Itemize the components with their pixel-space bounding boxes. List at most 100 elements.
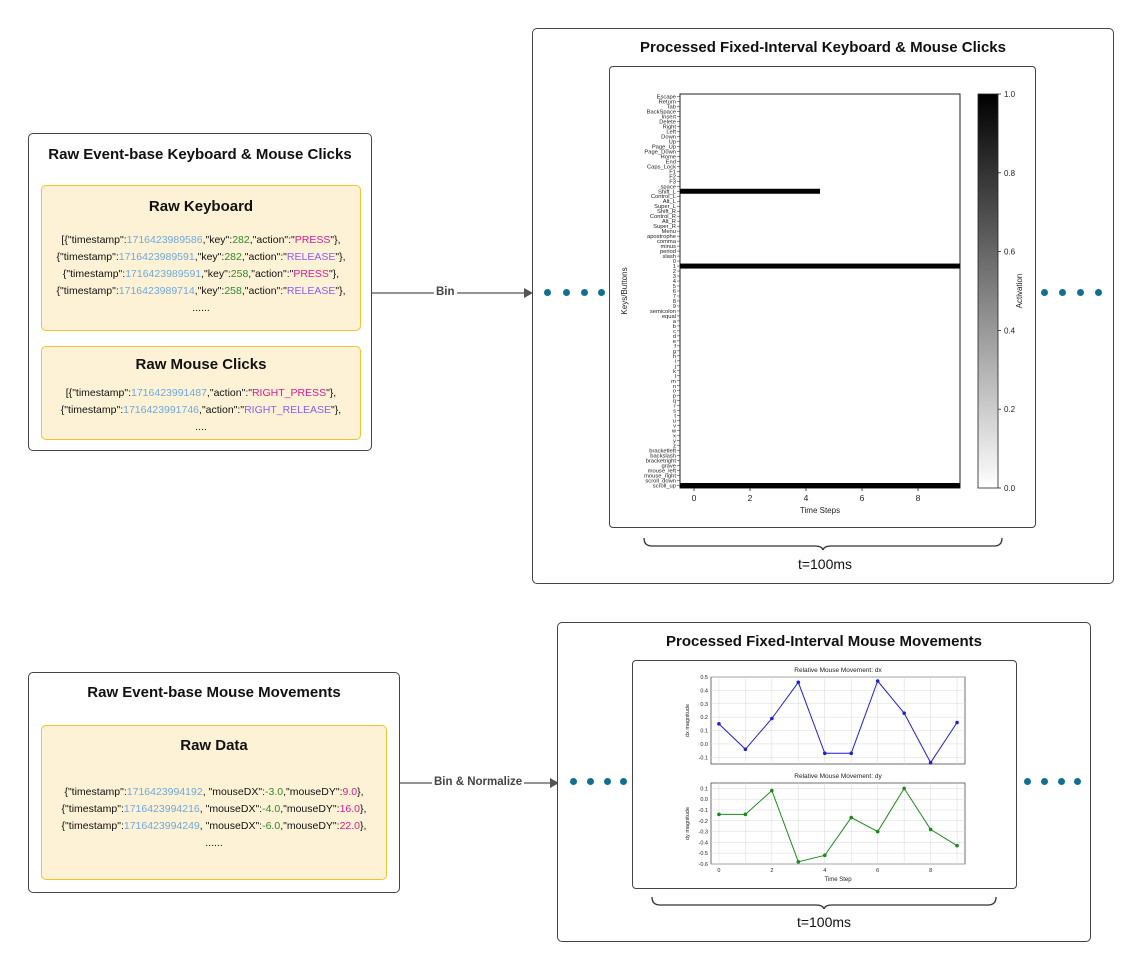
arrow-bin-label: Bin <box>434 286 457 298</box>
row-label: Super_L <box>654 204 677 210</box>
x-tick-label: 2 <box>748 493 753 503</box>
row-label: x <box>673 434 676 440</box>
y-tick-label-dy: 0.0 <box>700 797 708 803</box>
row-label: Alt_L <box>663 199 677 205</box>
interval-caption-top: t=100ms <box>797 556 853 572</box>
heatmap-plot-area <box>679 93 961 489</box>
data-point-dy <box>875 829 880 834</box>
y-tick-label-dy: -0.3 <box>699 830 708 836</box>
y-axis-label: Keys/Buttons <box>620 267 629 314</box>
row-label: Down <box>661 134 676 140</box>
row-label: bracketright <box>646 459 677 465</box>
row-label: b <box>673 324 676 330</box>
movement-line-charts: Relative Mouse Movement: dx-0.10.00.10.2… <box>685 667 966 883</box>
x-axis-label-dy: Time Step <box>824 877 852 883</box>
data-point-dy <box>743 812 748 817</box>
raw-data-card: Raw Data {"timestamp":1716423994192, "mo… <box>41 725 387 880</box>
row-label: 1 <box>673 264 676 270</box>
processed-movements-title: Processed Fixed-Interval Mouse Movements <box>666 633 982 650</box>
x-tick-label: 6 <box>860 493 865 503</box>
row-label: equal <box>662 314 676 320</box>
keyboard-line: [{"timestamp":1716423989586,"key":282,"a… <box>61 234 341 246</box>
movement-line: {"timestamp":1716423994216, "mouseDX":-4… <box>61 803 367 815</box>
row-label: 4 <box>673 279 677 285</box>
y-tick-label-dy: -0.4 <box>699 840 708 846</box>
row-label: 6 <box>673 289 676 295</box>
brace-top <box>643 537 1003 551</box>
row-label: g <box>673 349 676 355</box>
colorbar-tick-label: 1.0 <box>1004 90 1016 99</box>
row-label: BackSpace <box>647 109 676 115</box>
data-point-dy <box>796 860 801 864</box>
y-tick-label-dx: 0.4 <box>700 688 708 694</box>
raw-clicks-panel: Raw Event-base Keyboard & Mouse Clicks R… <box>28 133 372 451</box>
data-point-dx <box>928 760 933 765</box>
arrow-bin-normalize-label: Bin & Normalize <box>432 776 525 788</box>
chart-title-dy: Relative Mouse Movement: dy <box>794 773 882 780</box>
row-label: Super_R <box>653 224 676 230</box>
movement-line: {"timestamp":1716423994192, "mouseDX":-3… <box>64 786 364 798</box>
row-label: 9 <box>673 304 676 310</box>
row-label: Tab <box>667 104 676 110</box>
row-label: Home <box>661 154 676 160</box>
raw-keyboard-card: Raw Keyboard [{"timestamp":1716423989586… <box>41 185 361 331</box>
row-label: grave <box>661 464 676 470</box>
row-label: Menu <box>661 229 676 235</box>
plot-area-dx <box>710 676 966 765</box>
data-point-dx <box>849 751 854 756</box>
active-cell-scroll-up <box>680 483 960 489</box>
y-tick-label-dy: -0.2 <box>699 819 708 825</box>
y-axis-label-dy: dy magnitude <box>685 807 691 840</box>
chart-title-dx: Relative Mouse Movement: dx <box>794 667 882 674</box>
mouse-click-line: {"timestamp":1716423991746,"action":"RIG… <box>60 404 342 416</box>
plot-area-dy <box>710 782 966 865</box>
row-label: scroll_up <box>653 484 676 490</box>
row-label: 3 <box>673 274 676 280</box>
row-label: mouse_left <box>648 469 677 475</box>
row-label: h <box>673 354 676 360</box>
colorbar-tick-label: 0.6 <box>1004 248 1016 257</box>
y-axis-label-dx: dx magnitude <box>685 704 691 737</box>
x-axis-label: Time Steps <box>800 506 840 515</box>
y-tick-label-dy: 0.1 <box>700 786 708 792</box>
row-label: Page_Down <box>644 149 676 155</box>
row-label: r <box>674 404 676 410</box>
row-label: j <box>674 364 676 370</box>
row-label: z <box>673 444 676 450</box>
interval-caption-bottom: t=100ms <box>796 914 852 930</box>
row-label: F3 <box>669 179 676 185</box>
raw-data-title: Raw Data <box>180 737 248 754</box>
row-label: F1 <box>669 169 676 175</box>
x-tick-label-dy: 4 <box>823 868 826 874</box>
raw-data-code: {"timestamp":1716423994192, "mouseDX":-3… <box>42 784 386 852</box>
raw-mouse-clicks-title: Raw Mouse Clicks <box>135 356 267 373</box>
raw-movements-title: Raw Event-base Mouse Movements <box>87 684 341 701</box>
row-label: Delete <box>659 119 676 125</box>
colorbar-tick-label: 0.4 <box>1004 326 1016 335</box>
row-label: i <box>675 359 676 365</box>
keyboard-line: {"timestamp":1716423989591,"key":258,"ac… <box>62 268 340 280</box>
row-label: l <box>675 374 676 380</box>
keyboard-line: {"timestamp":1716423989591,"key":282,"ac… <box>56 251 346 263</box>
row-label: 0 <box>673 259 676 265</box>
raw-keyboard-code: [{"timestamp":1716423989586,"key":282,"a… <box>42 232 360 317</box>
active-cell-shift-l <box>680 188 820 194</box>
row-label: Left <box>666 129 676 135</box>
series-line-dx <box>718 680 958 764</box>
movement-ellipsis: ...... <box>205 837 223 849</box>
active-cell-1 <box>680 263 960 269</box>
row-label: y <box>673 439 676 445</box>
series-line-dy <box>718 787 958 863</box>
row-label: c <box>673 329 676 335</box>
keyboard-line: {"timestamp":1716423989714,"key":258,"ac… <box>56 285 346 297</box>
data-point-dy <box>822 853 827 858</box>
x-tick-label: 4 <box>804 493 809 503</box>
row-label: apostrophe <box>647 234 676 240</box>
row-label: Shift_L <box>658 189 677 195</box>
x-tick-label-dy: 0 <box>717 868 720 874</box>
y-tick-label-dy: -0.1 <box>699 808 708 814</box>
raw-clicks-title: Raw Event-base Keyboard & Mouse Clicks <box>48 146 352 163</box>
row-label: Control_L <box>651 194 677 200</box>
brace-bottom <box>651 896 997 910</box>
data-point-dy <box>717 812 721 817</box>
